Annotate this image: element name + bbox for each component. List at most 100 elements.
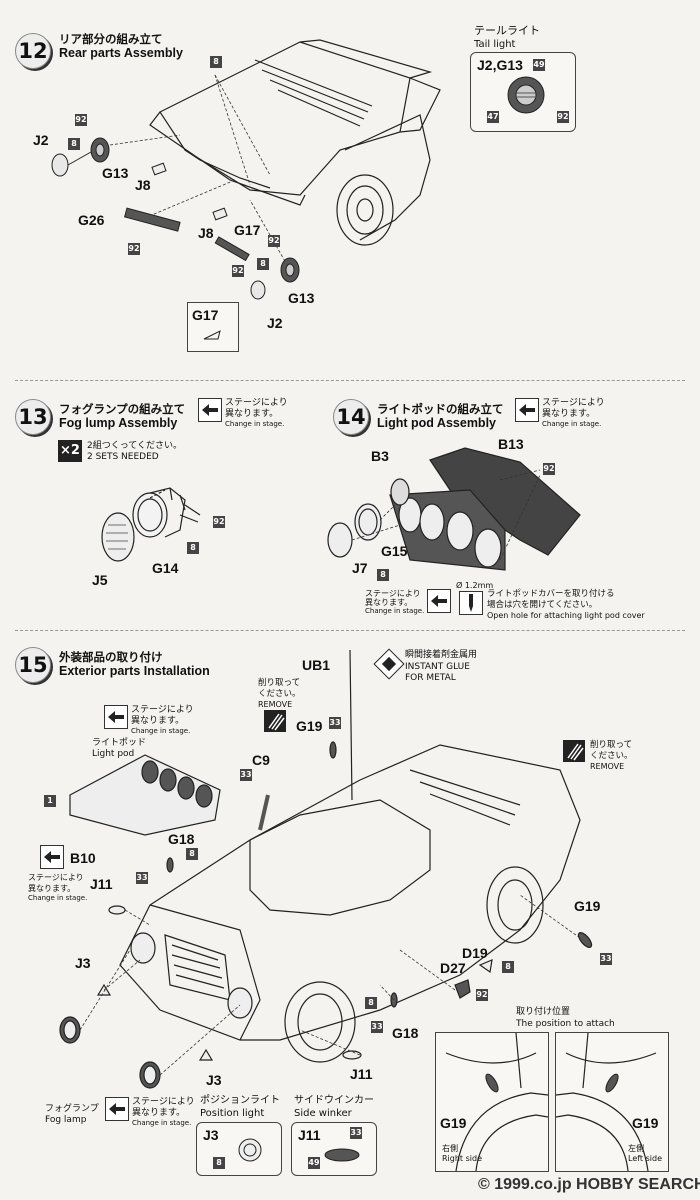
stage-note-jp: 異なります。 [365,598,413,607]
tail-light-title-jp: テールライト [474,24,540,37]
part-J5-label: J5 [92,572,108,588]
attach-title-jp: 取り付け位置 [516,1007,571,1017]
part-C9-label: C9 [252,752,270,768]
tail-light-title-en: Tail light [474,39,516,50]
file-tool-icon [264,710,286,732]
side-winker-icon [324,1148,360,1162]
fog-lamp-label-en: Fog lamp [45,1115,87,1125]
tail-light-box: J2,G13 49 47 92 [470,52,576,132]
remove-note-jp: 削り取って [590,740,633,750]
part-8-badge: 8 [213,1157,225,1169]
left-side-fender-drawing [555,1032,657,1172]
part-G26-label: G26 [78,212,105,228]
stage-note-jp: 異なります。 [132,1108,186,1118]
step-14-stage-note-2: ステージにより 異なります。 Change in stage. [365,589,452,615]
part-92-badge: 92 [476,989,488,1001]
part-92-badge: 92 [557,111,569,123]
stage-note-jp: 異なります。 [225,409,279,419]
sets-needed-en: 2 SETS NEEDED [87,452,159,462]
part-G14-label: G14 [152,560,179,576]
g17-inset-box: G17 [187,302,239,352]
position-light-label-jp: ポジションライト [200,1095,280,1106]
side-winker-box: J11 33 49 [291,1122,377,1176]
step-14-title-en: Light pod Assembly [377,416,496,430]
g17-inset-label: G17 [192,307,219,323]
right-side-fender-drawing [445,1032,549,1172]
stage-note-en: Change in stage. [28,894,88,902]
part-UB1-label: UB1 [302,657,331,673]
step-13-title-en: Fog lump Assembly [59,416,178,430]
glue-note-en: FOR METAL [405,673,456,683]
part-D27-label: D27 [440,960,466,976]
glue-note-en: INSTANT GLUE [405,662,470,672]
stage-note-jp: 異なります。 [28,884,76,893]
side-winker-label-en: Side winker [294,1108,352,1119]
fog-lamp-drawing [101,487,201,562]
part-92-badge: 92 [75,114,87,126]
part-J3-label: J3 [206,1072,222,1088]
part-8-badge: 8 [377,569,389,581]
part-92-badge: 92 [268,235,280,247]
part-33-badge: 33 [329,717,341,729]
step-12-title-en: Rear parts Assembly [59,46,183,60]
remove-note-jp: 削り取って [258,678,301,688]
part-8-badge: 8 [257,258,269,270]
stage-icon [104,705,128,729]
stage-note-jp: ステージにより [225,398,288,408]
part-G19-label: G19 [632,1115,659,1131]
part-8-badge: 8 [68,138,80,150]
part-J11-label: J11 [350,1066,373,1082]
step-15-number: 15 [15,647,51,683]
part-J3-label: J3 [75,955,91,971]
tail-light-part-label: J2,G13 [477,57,523,73]
step-13-title-jp: フォグランプの組み立て [59,402,186,416]
hole-size-label: Ø 1.2mm [456,581,494,590]
part-8-badge: 8 [210,56,222,68]
part-B3-label: B3 [371,448,389,464]
left-side-label-en: Left side [628,1154,662,1163]
part-J7-label: J7 [352,560,368,576]
part-1-badge: 1 [44,795,56,807]
section-divider [15,380,685,381]
part-J8-label: J8 [198,225,214,241]
stage-icon [198,398,222,422]
part-33-badge: 33 [136,872,148,884]
glue-note-jp: 瞬間接着剤金属用 [405,650,478,660]
part-G19-label: G19 [440,1115,467,1131]
stage-note-en: Change in stage. [365,607,425,615]
part-J2-label: J2 [267,315,283,331]
step-13-stage-note: ステージにより 異なります。 Change in stage. [198,398,288,428]
step-14-title-jp: ライトポッドの組み立て [377,402,504,416]
part-92-badge: 92 [232,265,244,277]
pod-cover-note-jp: 場合は穴を開けてください。 [487,600,598,610]
tail-light-icon [507,76,545,114]
stage-note-jp: 異なります。 [131,716,185,726]
part-92-badge: 92 [213,516,225,528]
x2-badge: ×2 [58,440,82,462]
attach-right-box: G19 右側 Right side [435,1032,549,1172]
sets-needed-jp: 2組つくってください。 [87,441,183,451]
part-J8-label: J8 [135,177,151,193]
part-J11-label: J11 [298,1127,321,1143]
step-15-title-en: Exterior parts Installation [59,664,210,678]
part-33-badge: 33 [600,953,612,965]
remove-note-en: REMOVE [590,762,625,771]
attach-left-box: G19 左側 Left side [555,1032,669,1172]
position-light-box: J3 8 [196,1122,282,1176]
attach-title-en: The position to attach [516,1019,615,1029]
stage-note-en: Change in stage. [225,420,285,428]
file-tool-icon [563,740,585,762]
part-D19-label: D19 [462,945,488,961]
part-8-badge: 8 [186,848,198,860]
stage-note-jp: 異なります。 [542,409,596,419]
remove-note-jp: ください。 [258,689,301,699]
stage-note-jp: ステージにより [365,589,421,598]
step-13-number: 13 [15,399,51,435]
pod-cover-note-en: Open hole for attaching light pod cover [487,611,645,620]
stage-note-jp: ステージにより [131,705,194,715]
part-G19-label: G19 [574,898,601,914]
part-8-badge: 8 [365,997,377,1009]
part-33-badge: 33 [350,1127,362,1139]
stage-icon [105,1097,129,1121]
stage-icon [515,398,539,422]
